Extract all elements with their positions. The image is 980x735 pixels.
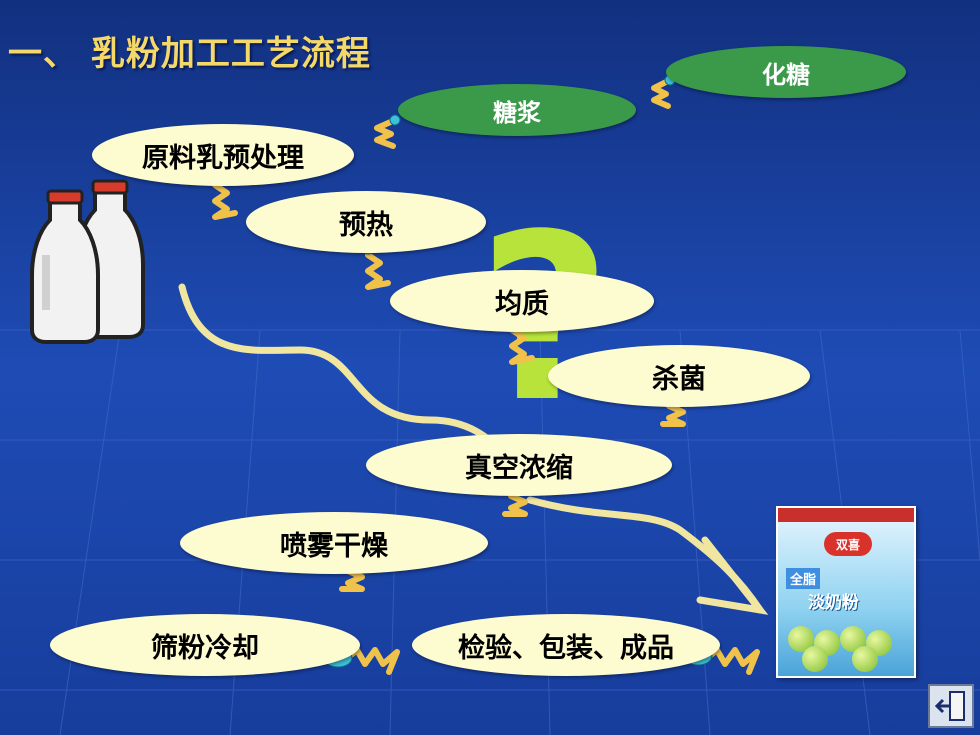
node-raw-milk: 原料乳预处理 [92,124,354,186]
node-dissolve-sugar: 化糖 [666,46,906,98]
node-syrup: 糖浆 [398,84,636,136]
milk-bottles-icon [30,179,145,344]
node-inspect-pack: 检验、包装、成品 [412,614,720,676]
node-concentrate: 真空浓缩 [366,434,672,496]
node-homogenize: 均质 [390,270,654,332]
exit-door-icon [934,691,965,721]
product-name: 淡奶粉 [808,593,859,613]
node-spray-dry: 喷雾干燥 [180,512,488,574]
brand-logo: 双喜 [824,532,872,556]
node-sieve-cool: 筛粉冷却 [50,614,360,676]
node-preheat: 预热 [246,191,486,253]
node-sterilize: 杀菌 [548,345,810,407]
page-title: 一、 乳粉加工工艺流程 [8,34,371,74]
exit-button[interactable] [928,684,974,728]
milk-powder-package: 双喜 全脂 淡奶粉 [776,506,916,678]
product-type-tag: 全脂 [786,568,821,589]
